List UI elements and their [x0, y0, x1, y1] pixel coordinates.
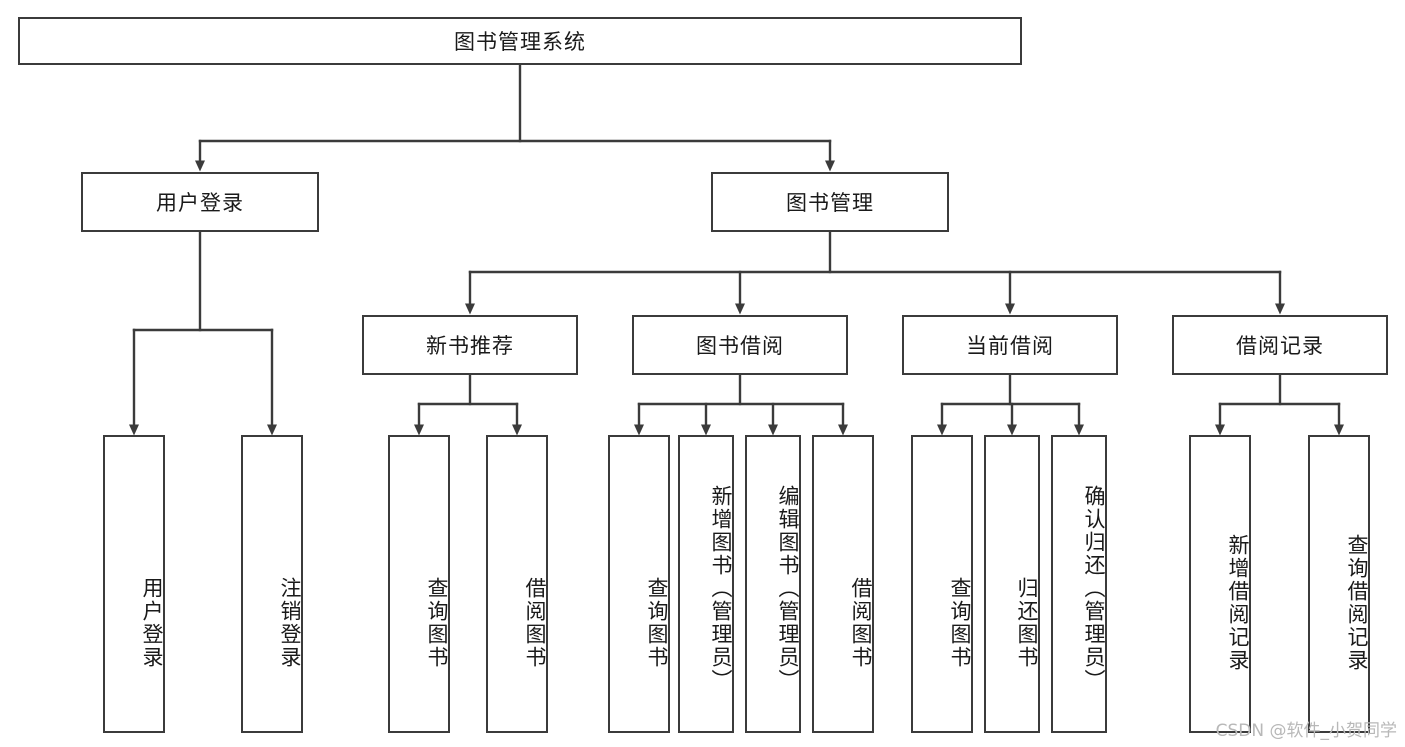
node-leaf-edit-book[interactable]: 编辑图书（管理员）: [745, 435, 801, 733]
node-root-label: 图书管理系统: [454, 30, 586, 54]
node-leaf-add-record-label: 新增借阅记录: [1226, 534, 1250, 672]
node-leaf-borrow-book-2[interactable]: 借阅图书: [812, 435, 874, 733]
node-leaf-query-book-1-label: 查询图书: [425, 577, 449, 669]
node-user-login-label: 用户登录: [156, 191, 244, 215]
node-leaf-query-record[interactable]: 查询借阅记录: [1308, 435, 1370, 733]
node-leaf-borrow-book-1-label: 借阅图书: [523, 577, 547, 669]
node-new-book-rec-label: 新书推荐: [426, 334, 514, 358]
node-leaf-add-book[interactable]: 新增图书（管理员）: [678, 435, 734, 733]
node-leaf-confirm-return[interactable]: 确认归还（管理员）: [1051, 435, 1107, 733]
node-leaf-logout-label: 注销登录: [278, 577, 302, 669]
node-book-manage[interactable]: 图书管理: [711, 172, 949, 232]
watermark-text: CSDN @软件_小贺同学: [1215, 721, 1397, 741]
node-user-login[interactable]: 用户登录: [81, 172, 319, 232]
node-book-borrow-label: 图书借阅: [696, 334, 784, 358]
node-leaf-query-book-2-label: 查询图书: [645, 577, 669, 669]
node-leaf-add-book-label: 新增图书（管理员）: [709, 484, 733, 692]
node-book-borrow[interactable]: 图书借阅: [632, 315, 848, 375]
node-new-book-rec[interactable]: 新书推荐: [362, 315, 578, 375]
node-current-borrow[interactable]: 当前借阅: [902, 315, 1118, 375]
node-current-borrow-label: 当前借阅: [966, 334, 1054, 358]
node-leaf-return-book-label: 归还图书: [1015, 577, 1039, 669]
node-borrow-record-label: 借阅记录: [1236, 334, 1324, 358]
node-leaf-return-book[interactable]: 归还图书: [984, 435, 1040, 733]
node-leaf-edit-book-label: 编辑图书（管理员）: [776, 484, 800, 692]
node-leaf-logout[interactable]: 注销登录: [241, 435, 303, 733]
node-leaf-borrow-book-2-label: 借阅图书: [849, 577, 873, 669]
node-leaf-user-login[interactable]: 用户登录: [103, 435, 165, 733]
node-leaf-query-book-3-label: 查询图书: [948, 577, 972, 669]
node-leaf-query-record-label: 查询借阅记录: [1345, 534, 1369, 672]
node-leaf-add-record[interactable]: 新增借阅记录: [1189, 435, 1251, 733]
node-leaf-query-book-3[interactable]: 查询图书: [911, 435, 973, 733]
node-leaf-query-book-2[interactable]: 查询图书: [608, 435, 670, 733]
node-root[interactable]: 图书管理系统: [18, 17, 1022, 65]
node-book-manage-label: 图书管理: [786, 191, 874, 215]
node-borrow-record[interactable]: 借阅记录: [1172, 315, 1388, 375]
node-leaf-confirm-return-label: 确认归还（管理员）: [1082, 484, 1106, 692]
node-leaf-borrow-book-1[interactable]: 借阅图书: [486, 435, 548, 733]
node-leaf-query-book-1[interactable]: 查询图书: [388, 435, 450, 733]
node-leaf-user-login-label: 用户登录: [140, 577, 164, 669]
